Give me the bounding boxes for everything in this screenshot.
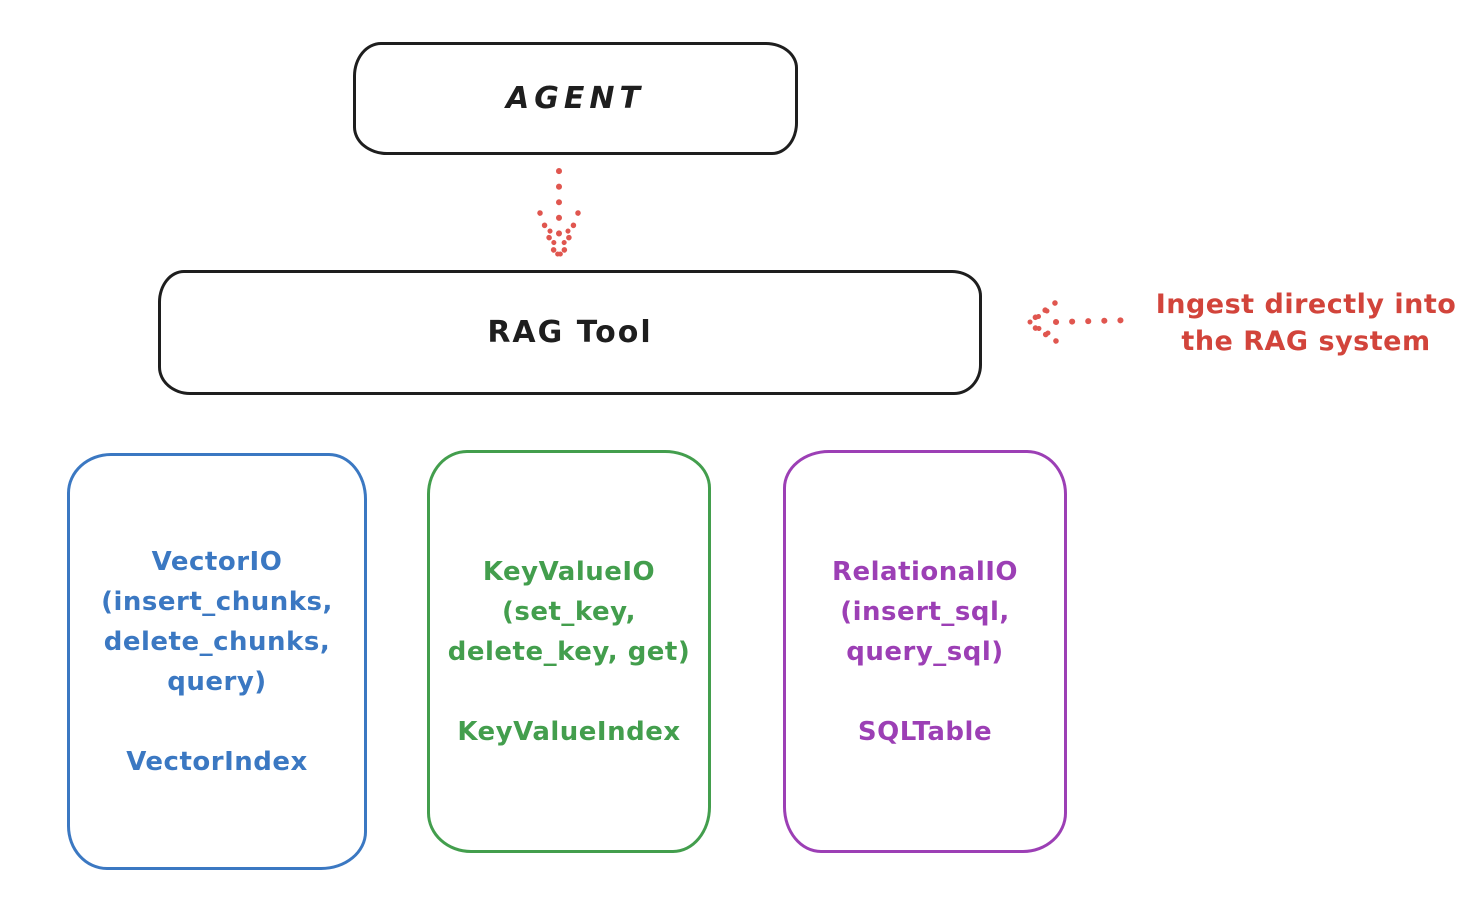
rag-tool-node: RAG Tool bbox=[158, 270, 982, 395]
vector-io-line: (insert_chunks, bbox=[101, 586, 333, 617]
agent-label: AGENT bbox=[506, 81, 645, 116]
key-value-io-methods: KeyValueIO (set_key, delete_key, get) bbox=[448, 552, 691, 672]
vector-io-line: query) bbox=[167, 666, 267, 697]
vector-io-node: VectorIO (insert_chunks, delete_chunks, … bbox=[67, 453, 367, 870]
key-value-index-label: KeyValueIndex bbox=[457, 716, 681, 747]
ingest-annotation-line: Ingest directly into bbox=[1155, 289, 1457, 320]
agent-to-ragtool-arrow bbox=[537, 168, 581, 262]
vector-index-label: VectorIndex bbox=[126, 746, 308, 777]
relational-io-line: RelationalIO bbox=[831, 556, 1019, 587]
relational-io-line: (insert_sql, bbox=[840, 596, 1010, 627]
key-value-io-line: delete_key, get) bbox=[447, 636, 691, 667]
sql-table-label: SQLTable bbox=[857, 716, 993, 747]
relational-io-methods: RelationalIO (insert_sql, query_sql) bbox=[832, 552, 1018, 672]
ingest-annotation: Ingest directly into the RAG system bbox=[1128, 286, 1484, 360]
key-value-io-line: (set_key, bbox=[502, 596, 636, 627]
key-value-io-node: KeyValueIO (set_key, delete_key, get) Ke… bbox=[427, 450, 711, 853]
vector-io-line: delete_chunks, bbox=[103, 626, 331, 657]
vector-io-line: VectorIO bbox=[151, 546, 283, 577]
key-value-io-line: KeyValueIO bbox=[482, 556, 656, 587]
relational-io-node: RelationalIO (insert_sql, query_sql) SQL… bbox=[783, 450, 1067, 853]
rag-tool-label: RAG Tool bbox=[487, 315, 653, 350]
relational-io-line: query_sql) bbox=[846, 636, 1004, 667]
ingest-annotation-line: the RAG system bbox=[1181, 326, 1431, 357]
vector-io-methods: VectorIO (insert_chunks, delete_chunks, … bbox=[101, 542, 333, 702]
ingest-annotation-arrow bbox=[1026, 300, 1136, 344]
agent-node: AGENT bbox=[353, 42, 798, 155]
